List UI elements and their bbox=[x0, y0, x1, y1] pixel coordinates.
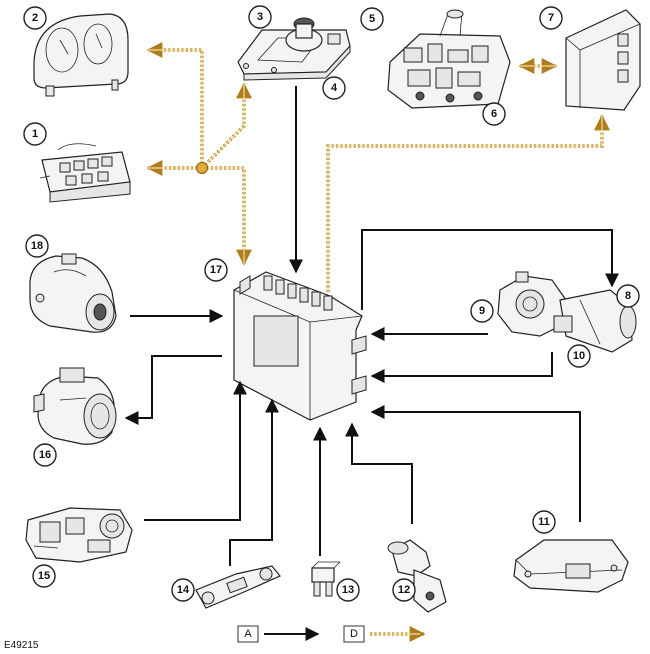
speed-sensor bbox=[387, 539, 447, 613]
callout-3: 3 bbox=[248, 5, 272, 29]
callout-10: 10 bbox=[567, 344, 591, 368]
callout-4: 4 bbox=[322, 76, 346, 100]
svg-text:13: 13 bbox=[342, 584, 354, 596]
svg-text:17: 17 bbox=[210, 264, 222, 276]
callout-5: 5 bbox=[360, 7, 384, 31]
transmission-control-module bbox=[233, 271, 367, 421]
legend-a: A bbox=[237, 625, 259, 643]
svg-text:14: 14 bbox=[177, 584, 190, 596]
callout-6: 6 bbox=[482, 102, 506, 126]
connector-module bbox=[39, 143, 131, 203]
callout-9: 9 bbox=[470, 299, 494, 323]
callout-11: 11 bbox=[532, 510, 556, 534]
can-bus-lines bbox=[146, 42, 610, 292]
svg-text:11: 11 bbox=[538, 516, 550, 528]
callout-7: 7 bbox=[539, 6, 563, 30]
instrument-cluster bbox=[33, 13, 129, 97]
svg-text:1: 1 bbox=[32, 128, 38, 140]
park-lock-actuator bbox=[33, 367, 117, 445]
svg-text:16: 16 bbox=[39, 449, 51, 461]
engine-control-module bbox=[565, 9, 641, 111]
shift-motor bbox=[29, 253, 117, 333]
svg-text:10: 10 bbox=[573, 350, 585, 362]
callout-8: 8 bbox=[616, 284, 640, 308]
fusible-link bbox=[195, 565, 281, 609]
callout-17: 17 bbox=[204, 258, 228, 282]
ignition-switch bbox=[25, 507, 133, 563]
svg-text:5: 5 bbox=[369, 13, 375, 25]
svg-text:D: D bbox=[350, 628, 358, 640]
svg-text:A: A bbox=[244, 628, 252, 640]
svg-text:18: 18 bbox=[31, 240, 43, 252]
callout-16: 16 bbox=[33, 443, 57, 467]
transmission-valve-body bbox=[387, 9, 511, 109]
signal-lines bbox=[124, 86, 619, 566]
gearbox-motor-assembly bbox=[497, 271, 637, 353]
control-sensor-module bbox=[513, 539, 629, 593]
svg-text:15: 15 bbox=[38, 570, 50, 582]
svg-text:9: 9 bbox=[479, 305, 485, 317]
legend-d: D bbox=[343, 625, 365, 643]
svg-text:6: 6 bbox=[491, 108, 497, 120]
svg-text:3: 3 bbox=[257, 11, 263, 23]
callout-13: 13 bbox=[336, 578, 360, 602]
callout-1: 1 bbox=[23, 122, 47, 146]
callout-15: 15 bbox=[32, 564, 56, 588]
svg-text:7: 7 bbox=[548, 12, 554, 24]
gear-selector bbox=[237, 17, 351, 81]
svg-text:4: 4 bbox=[331, 82, 338, 94]
fuse bbox=[311, 561, 341, 597]
callout-14: 14 bbox=[171, 578, 195, 602]
callout-2: 2 bbox=[23, 6, 47, 30]
callout-12: 12 bbox=[392, 578, 416, 602]
figure-id: E49215 bbox=[4, 640, 39, 651]
svg-text:8: 8 bbox=[625, 290, 631, 302]
callout-18: 18 bbox=[25, 234, 49, 258]
svg-text:2: 2 bbox=[32, 12, 38, 24]
svg-text:12: 12 bbox=[398, 584, 410, 596]
